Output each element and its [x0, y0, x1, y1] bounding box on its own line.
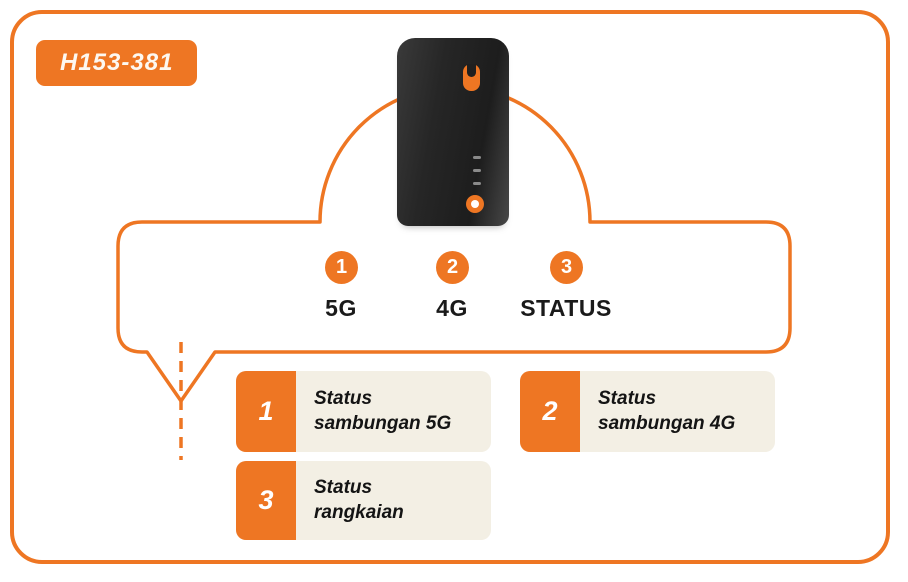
legend-text-line: sambungan 4G — [598, 412, 736, 434]
led-icon — [473, 169, 481, 172]
indicator-circle-1: 1 — [325, 251, 358, 284]
model-badge: H153-381 — [36, 40, 198, 86]
device-emblem-icon — [466, 195, 484, 213]
legend-text-line: rangkaian — [314, 501, 404, 523]
indicator-label-4g: 4G — [436, 295, 468, 321]
led-strip — [473, 156, 481, 185]
page-border — [10, 10, 890, 564]
legend-number-2: 2 — [520, 371, 580, 452]
indicator-label-status: STATUS — [520, 295, 612, 321]
legend-text-line: Status — [314, 476, 373, 498]
legend-text-line: sambungan 5G — [314, 412, 452, 434]
callout-outline — [116, 85, 792, 403]
legend-item-2: 2 Status sambungan 4G — [520, 371, 775, 452]
indicator-circle-2: 2 — [436, 251, 469, 284]
legend-item-3: 3 Status rangkaian — [236, 461, 491, 540]
led-icon — [473, 182, 481, 185]
led-icon — [473, 156, 481, 159]
legend-number-3: 3 — [236, 461, 296, 540]
unifi-logo-icon — [463, 64, 480, 91]
router-device — [397, 38, 509, 226]
legend-text-line: Status — [598, 387, 657, 409]
legend-text-3: Status rangkaian — [296, 461, 412, 540]
indicator-circle-3: 3 — [550, 251, 583, 284]
indicator-label-5g: 5G — [325, 295, 357, 321]
legend-text-2: Status sambungan 4G — [580, 371, 743, 452]
legend-item-1: 1 Status sambungan 5G — [236, 371, 491, 452]
legend-text-1: Status sambungan 5G — [296, 371, 459, 452]
legend-number-1: 1 — [236, 371, 296, 452]
legend-text-line: Status — [314, 387, 373, 409]
